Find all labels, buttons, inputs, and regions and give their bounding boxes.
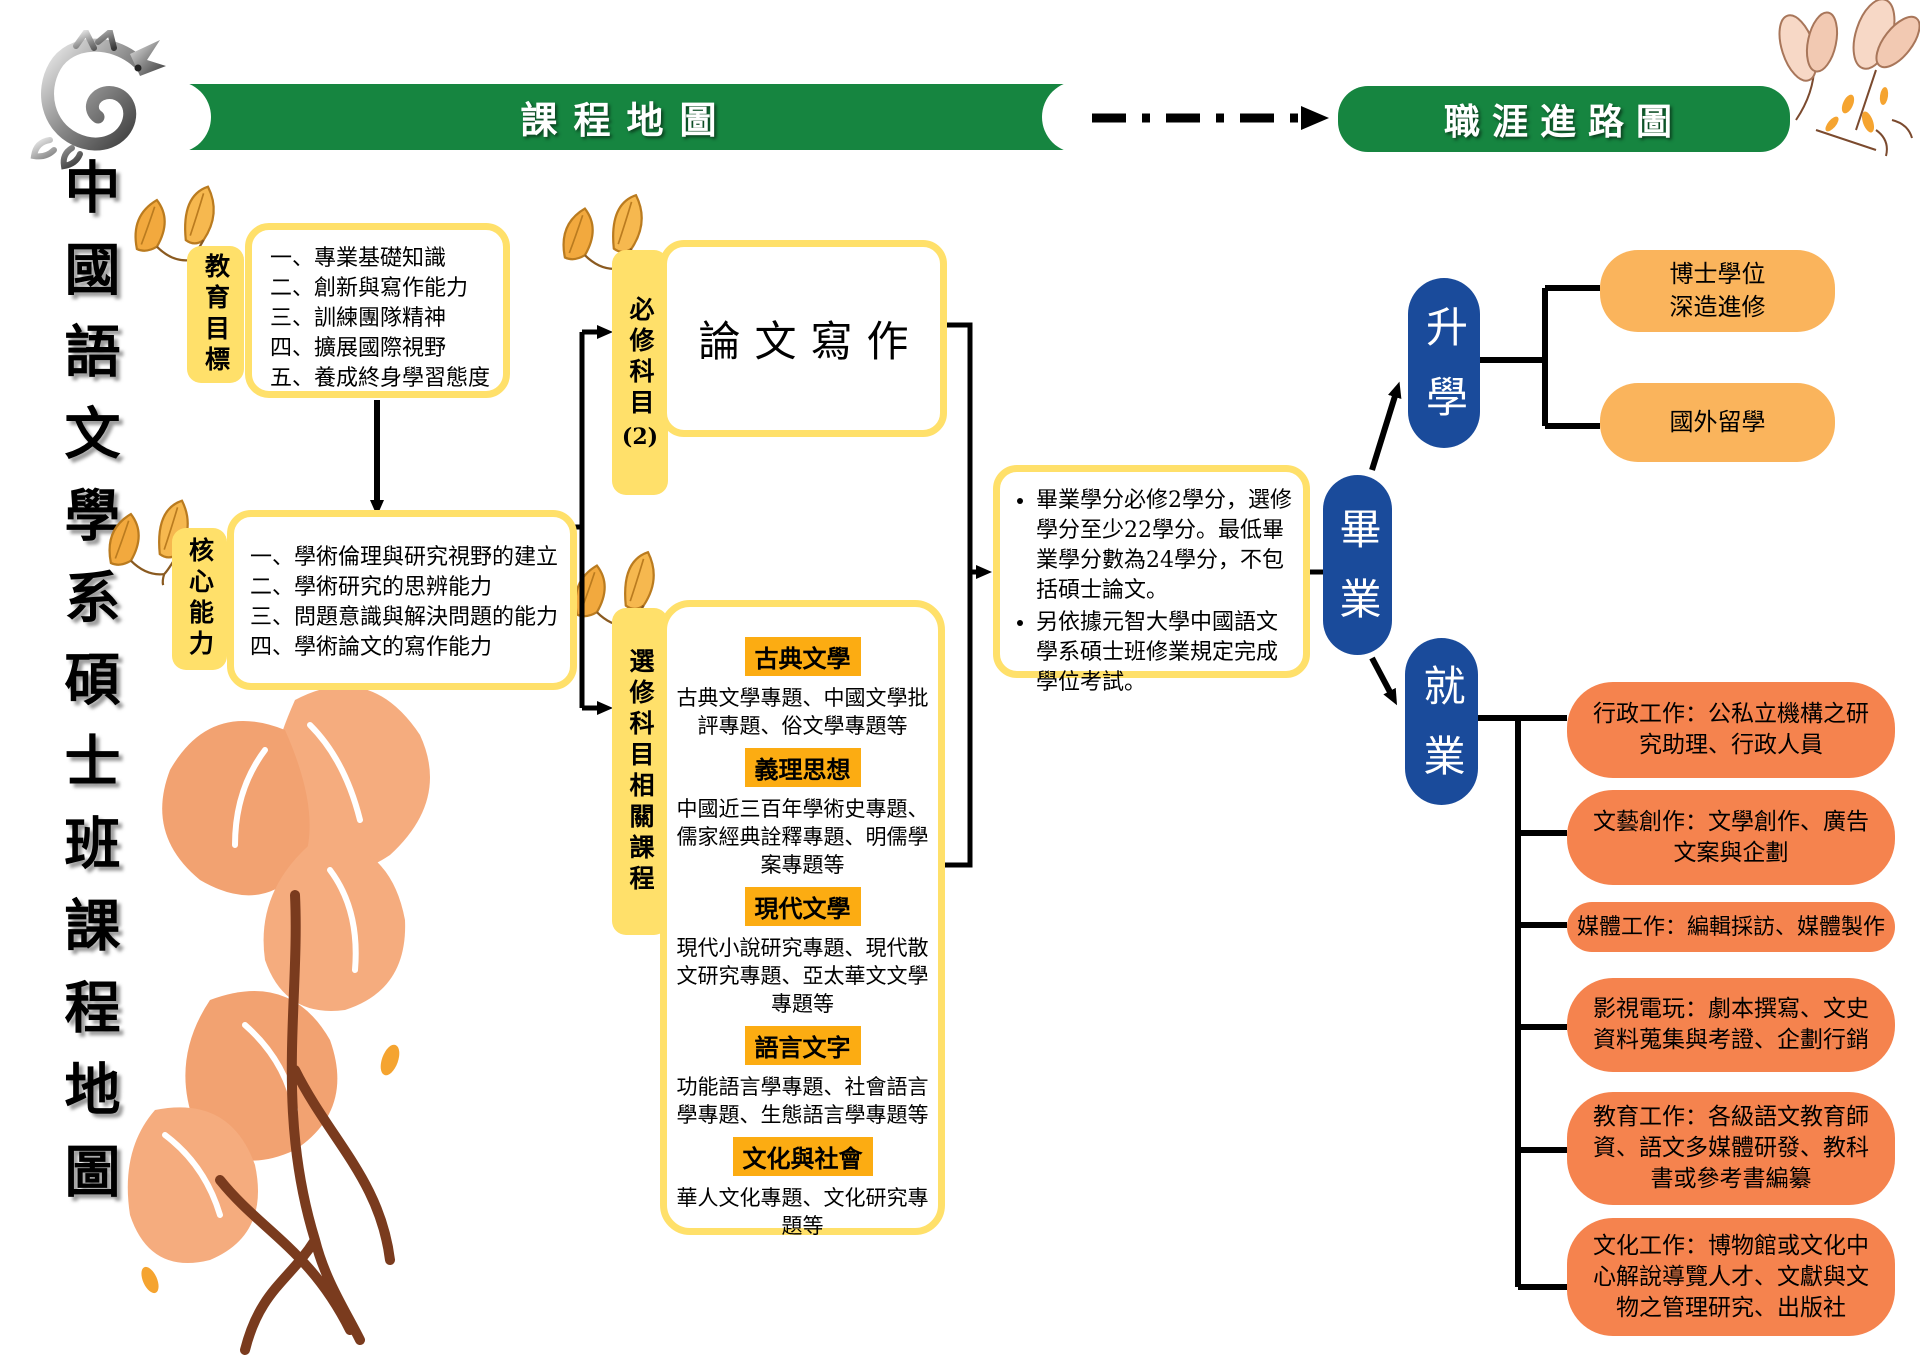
category-label: 現代文學 — [744, 887, 861, 926]
further-study-node-label: 升學 — [1419, 305, 1469, 445]
graduation-node: 畢業 — [1323, 475, 1392, 655]
education-goals-tab-label: 教育目標 — [201, 252, 231, 377]
study-path-abroad: 國外留學 — [1600, 383, 1835, 462]
required-courses-tab: 必修科目 (2) — [612, 250, 668, 495]
career-map-banner: 職涯進路圖 — [1338, 86, 1790, 152]
graduation-requirement-item: 畢業學分必修2學分，選修學分至少22學分。最低畢業學分數為24學分，不包括碩士論… — [1036, 486, 1297, 606]
graduation-requirements-panel: 畢業學分必修2學分，選修學分至少22學分。最低畢業學分數為24學分，不包括碩士論… — [993, 465, 1310, 695]
core-ability-item: 四、學術論文的寫作能力 — [250, 635, 493, 660]
job-path-media: 媒體工作：編輯採訪、媒體製作 — [1567, 902, 1895, 952]
category-courses: 功能語言學專題、社會語言學專題、生態語言學專題等 — [676, 1075, 929, 1127]
course-map-banner — [175, 84, 1078, 150]
flower-icon — [127, 686, 430, 1355]
graduation-node-label: 畢業 — [1333, 507, 1382, 647]
page-title: 中國語文學系碩士班課程地圖 — [55, 158, 121, 1224]
further-study-node: 升學 — [1408, 278, 1480, 448]
employment-node: 就業 — [1405, 638, 1478, 805]
education-goal-item: 五、養成終身學習態度 — [270, 366, 491, 391]
education-goals-tab: 教育目標 — [187, 246, 244, 383]
education-goal-item: 四、擴展國際視野 — [270, 336, 447, 361]
category-label: 語言文字 — [744, 1026, 861, 1065]
career-map-banner-title: 職涯進路圖 — [1443, 101, 1684, 143]
education-goals-panel: 一、專業基礎知識 二、創新與寫作能力 三、訓練團隊精神 四、擴展國際視野 五、養… — [245, 223, 510, 398]
core-abilities-tab-label: 核心能力 — [185, 537, 215, 661]
graduation-requirement-item: 另依據元智大學中國語文學系碩士班修業規定完成學位考試。 — [1036, 608, 1297, 698]
education-goal-item: 二、創新與寫作能力 — [270, 276, 469, 301]
employment-node-label: 就業 — [1417, 663, 1466, 804]
job-path-education: 教育工作：各級語文教育師資、語文多媒體研發、教科書或參考書編纂 — [1567, 1092, 1895, 1205]
banner-notch-left — [139, 81, 211, 153]
job-path-film-gaming: 影視電玩：劇本撰寫、文史資料蒐集與考證、企劃行銷 — [1567, 978, 1895, 1072]
elective-courses-tab: 選修科目相關課程 — [612, 608, 668, 935]
elective-courses-tab-label: 選修科目相關課程 — [626, 647, 655, 896]
core-abilities-panel: 一、學術倫理與研究視野的建立 二、學術研究的思辨能力 三、問題意識與解決問題的能… — [227, 510, 577, 690]
category-courses: 古典文學專題、中國文學批評專題、俗文學專題等 — [676, 686, 929, 738]
core-ability-item: 一、學術倫理與研究視野的建立 — [250, 545, 559, 570]
job-path-creative-writing: 文藝創作：文學創作、廣告文案與企劃 — [1567, 790, 1895, 885]
flower-icon — [1778, 0, 1920, 157]
course-map-banner-title: 課程地圖 — [520, 98, 733, 142]
category-label: 文化與社會 — [732, 1137, 873, 1176]
category-courses: 華人文化專題、文化研究專題等 — [676, 1186, 929, 1238]
category-label: 古典文學 — [744, 637, 861, 676]
core-ability-item: 二、學術研究的思辨能力 — [250, 575, 493, 600]
job-path-administration: 行政工作：公私立機構之研究助理、行政人員 — [1567, 682, 1895, 778]
thesis-writing-panel: 論文寫作 — [660, 240, 947, 437]
category-label: 義理思想 — [744, 748, 861, 787]
core-ability-item: 三、問題意識與解決問題的能力 — [250, 605, 559, 630]
core-abilities-tab: 核心能力 — [172, 528, 227, 670]
elective-courses-panel: 古典文學 古典文學專題、中國文學批評專題、俗文學專題等 義理思想 中國近三百年學… — [660, 600, 945, 1238]
job-path-culture: 文化工作：博物館或文化中心解說導覽人才、文獻與文物之管理研究、出版社 — [1567, 1218, 1895, 1336]
required-courses-tab-label: 必修科目 — [626, 295, 655, 420]
thesis-writing-title: 論文寫作 — [698, 317, 923, 366]
required-courses-credits: (2) — [621, 423, 659, 450]
graduation-requirements-list: 畢業學分必修2學分，選修學分至少22學分。最低畢業學分數為24學分，不包括碩士論… — [1000, 486, 1297, 698]
category-courses: 中國近三百年學術史專題、儒家經典詮釋專題、明儒學案專題等 — [676, 797, 929, 877]
education-goal-item: 一、專業基礎知識 — [270, 246, 447, 271]
category-courses: 現代小說研究專題、現代散文研究專題、亞太華文文學專題等 — [676, 936, 929, 1016]
study-path-doctoral: 博士學位深造進修 — [1600, 250, 1835, 332]
education-goal-item: 三、訓練團隊精神 — [270, 306, 447, 331]
